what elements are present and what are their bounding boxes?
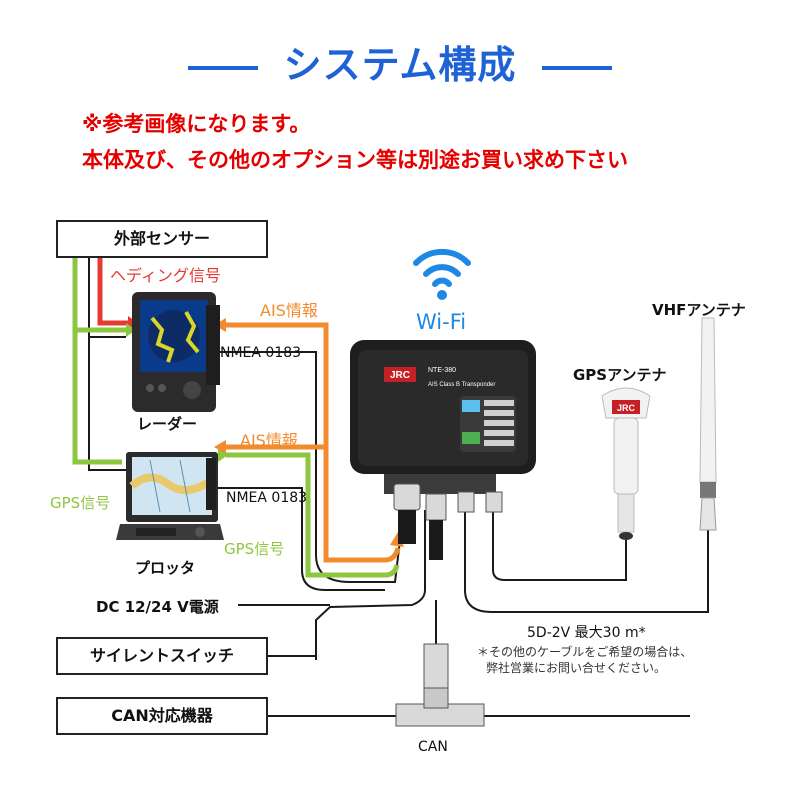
title-text: システム構成 — [283, 43, 517, 87]
plotter-label: プロッタ — [135, 559, 196, 577]
nmea-label-plotter: NMEA 0183 — [226, 490, 308, 506]
gps-to-plotter-line — [72, 330, 122, 465]
cable-length-label: 5D-2V 最大30 m* — [527, 625, 646, 641]
note-reference-image: ※参考画像になります。 — [82, 112, 311, 136]
note-sold-separately: 本体及び、その他のオプション等は別途お買い求め下さい — [82, 148, 628, 172]
plotter-unit-icon — [116, 452, 224, 540]
can-label: CAN — [418, 739, 448, 755]
gps-arrow-radar — [126, 323, 136, 337]
gps-antenna-label: GPSアンテナ — [573, 366, 667, 384]
heading-signal-line — [97, 258, 128, 326]
ais-transponder-icon — [350, 340, 536, 494]
ais-to-radar-line — [222, 322, 401, 563]
vhf-antenna-cable — [464, 510, 709, 613]
gps-signal-label-left: GPS信号 — [50, 494, 111, 512]
plotter-cable — [218, 487, 385, 591]
vhf-antenna-icon — [699, 317, 717, 531]
device-brand: JRC — [390, 370, 410, 381]
heading-signal-label: ヘディング信号 — [110, 266, 221, 285]
device-subtitle: AIS Class B Transponder — [428, 382, 495, 388]
device-model: NTE-380 — [428, 367, 456, 374]
can-connector-icon — [395, 643, 485, 727]
ais-info-lines — [222, 322, 401, 563]
title-bar-left — [187, 65, 258, 70]
ais-info-label-radar: AIS情報 — [260, 301, 318, 320]
gps-signal-lines — [72, 258, 400, 578]
radar-label: レーダー — [137, 415, 198, 433]
radar-unit-icon — [132, 292, 220, 412]
device-connectors — [393, 483, 503, 560]
cable-note-line1: ＊その他のケーブルをご希望の場合は、 — [477, 645, 693, 659]
wifi-icon-dot — [437, 290, 447, 300]
page-title: システム構成 — [0, 34, 800, 89]
cable-lines — [88, 258, 709, 717]
sensor-to-plotter-line — [88, 258, 126, 471]
vhf-antenna-label: VHFアンテナ — [652, 301, 746, 319]
gps-from-device-line — [226, 452, 400, 578]
power-label: DC 12/24 V電源 — [96, 598, 219, 616]
silent-switch-box: サイレントスイッチ — [56, 637, 268, 675]
gps-arrow-plotter-side — [218, 448, 228, 462]
external-sensor-box: 外部センサー — [56, 220, 268, 258]
ais-info-label-plotter: AIS情報 — [240, 431, 298, 450]
power-cable — [315, 510, 426, 660]
can-device-box: CAN対応機器 — [56, 697, 268, 735]
title-bar-right — [542, 65, 613, 70]
wifi-icon — [413, 248, 471, 287]
wifi-label: Wi-Fi — [416, 310, 467, 334]
gps-antenna-badge — [612, 400, 640, 414]
gps-antenna-cable — [492, 510, 627, 581]
gps-signal-label-right: GPS信号 — [224, 540, 285, 558]
gps-antenna-brand: JRC — [617, 403, 636, 413]
cable-note-line2: 弊社営業にお問い合せください。 — [486, 661, 667, 675]
ais-arrow-plotter — [214, 440, 226, 454]
nmea-label-radar: NMEA 0183 — [220, 345, 302, 361]
